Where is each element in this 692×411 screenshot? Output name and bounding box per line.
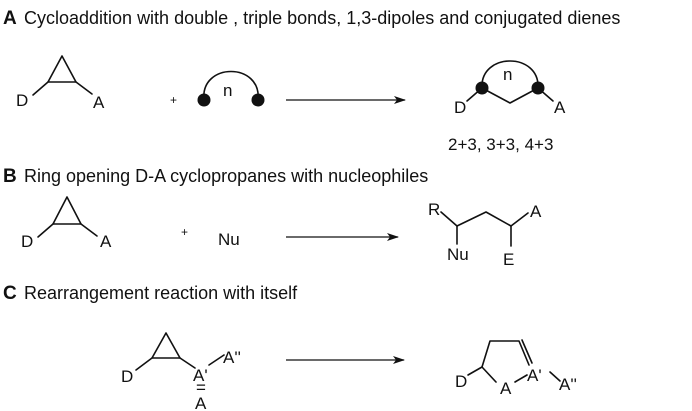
product-chain xyxy=(440,211,529,227)
product-a-double-prime-label: A'' xyxy=(559,375,577,394)
section-a: A Cycloaddition with double , triple bon… xyxy=(3,8,620,154)
product-a-label: A xyxy=(500,379,512,398)
plus-sign: + xyxy=(170,93,177,107)
section-a-letter: A xyxy=(3,8,17,29)
product-ring-top xyxy=(481,340,530,368)
donor-label: D xyxy=(121,367,133,386)
product-r-label: R xyxy=(428,200,440,219)
product-donor-bond xyxy=(467,366,483,376)
section-b: B Ring opening D-A cyclopropanes with nu… xyxy=(3,166,542,269)
nucleophile-label: Nu xyxy=(218,230,240,249)
section-a-title: Cycloaddition with double , triple bonds… xyxy=(24,8,620,28)
partner-arc xyxy=(203,70,259,101)
partner-dot-left xyxy=(197,93,211,107)
section-c-reactant: D A' A'' = A xyxy=(121,332,241,411)
acceptor-label: A xyxy=(100,232,112,251)
section-c-letter: C xyxy=(3,283,17,304)
partner-n-label: n xyxy=(223,81,232,100)
product-acceptor-label: A xyxy=(530,202,542,221)
product-a-double-prime-bond xyxy=(549,371,561,382)
acceptor-bond xyxy=(80,223,98,237)
cycloaddition-types: 2+3, 3+3, 4+3 xyxy=(448,135,553,154)
section-b-reactant: D A xyxy=(21,196,112,251)
acceptor-bond xyxy=(75,81,93,95)
a-prime-bond xyxy=(179,357,196,369)
a-double-prime-label: A'' xyxy=(223,348,241,367)
donor-label: D xyxy=(16,91,28,110)
section-b-letter: B xyxy=(3,166,17,187)
section-a-partner: n xyxy=(197,70,265,107)
section-b-product: R A Nu E xyxy=(428,200,542,269)
product-ring-bottom xyxy=(514,374,528,383)
section-a-reactant: D A xyxy=(16,55,105,112)
product-acceptor-label: A xyxy=(554,98,566,117)
a-prime-label: A' xyxy=(193,366,208,385)
cyclopropane-ring xyxy=(151,332,181,359)
cyclopropane-ring xyxy=(52,196,82,225)
section-c-title: Rearrangement reaction with itself xyxy=(24,283,298,303)
product-donor-label: D xyxy=(455,372,467,391)
donor-label: D xyxy=(21,232,33,251)
product-ring-bottom xyxy=(481,87,539,104)
section-b-title: Ring opening D-A cyclopropanes with nucl… xyxy=(24,166,428,186)
product-dot-right xyxy=(531,81,545,95)
donor-bond xyxy=(32,81,49,96)
a-double-prime-bond xyxy=(208,354,225,366)
product-double-bond xyxy=(521,339,533,364)
product-n-label: n xyxy=(503,65,512,84)
partner-dot-right xyxy=(251,93,265,107)
plus-sign: + xyxy=(181,225,188,239)
product-dot-left xyxy=(475,81,489,95)
double-bond-sign: = xyxy=(196,378,206,397)
donor-bond xyxy=(37,223,54,238)
product-e-label: E xyxy=(503,250,514,269)
a-label: A xyxy=(195,394,207,411)
donor-bond xyxy=(135,357,153,371)
acceptor-label: A xyxy=(93,93,105,112)
product-nu-label: Nu xyxy=(447,245,469,264)
cyclopropane-ring xyxy=(47,55,77,83)
section-c-product: D A A' A'' xyxy=(455,339,577,398)
section-a-product: n D A xyxy=(454,60,566,117)
product-ring-left xyxy=(481,366,497,383)
section-c: C Rearrangement reaction with itself D A… xyxy=(3,283,577,411)
product-donor-label: D xyxy=(454,98,466,117)
product-arc xyxy=(481,60,539,89)
product-a-prime-label: A' xyxy=(527,366,542,385)
